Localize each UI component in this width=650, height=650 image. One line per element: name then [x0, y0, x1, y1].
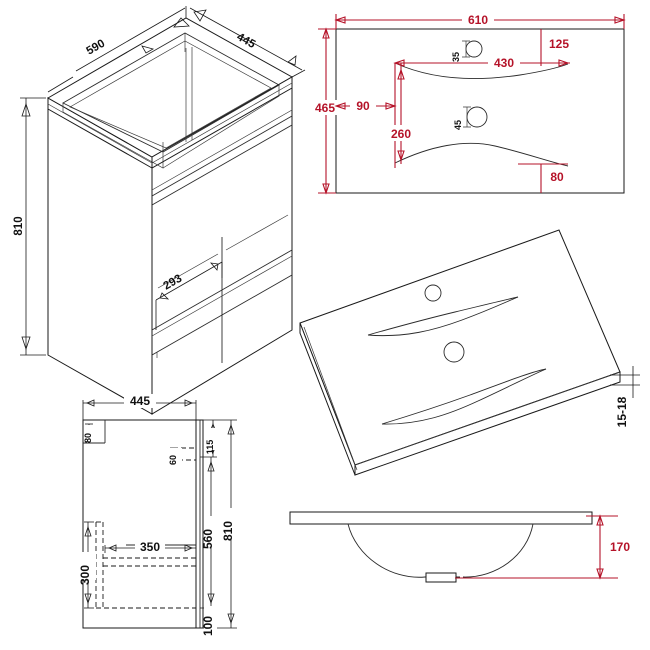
basin-plan-view: 35 45 610 465 [313, 12, 626, 195]
dimension-label-170: 170 [610, 540, 630, 554]
dimension-300: 300 [78, 521, 96, 609]
dimension-label-100: 100 [201, 616, 215, 636]
dimension-label-810-side: 810 [221, 521, 235, 541]
basin-section-bowl-right [462, 523, 534, 578]
dimension-125: 125 [540, 29, 574, 66]
dimension-label-115: 115 [205, 440, 215, 455]
waste-hole-label-45: 45 [453, 120, 463, 130]
basin-iso-slot-top-upper [367, 296, 519, 336]
basin-bowl-bottom-curve [394, 142, 569, 167]
dimension-label-125: 125 [549, 37, 569, 51]
dimension-445-side: 445 [82, 394, 197, 420]
waste-hole-45: 45 [453, 106, 488, 130]
dimension-label-430: 430 [494, 56, 514, 70]
dimension-15-18: 15-18 [610, 366, 640, 427]
dimension-label-90: 90 [356, 99, 370, 113]
basin-iso-slot-bot-upper [381, 368, 547, 425]
cabinet-side-outline [82, 419, 204, 629]
dimension-label-465: 465 [315, 101, 335, 115]
tap-hole-label-35: 35 [451, 52, 461, 62]
dimension-60: 60 [168, 447, 197, 465]
cabinet-side-view: 80 115 60 [78, 394, 239, 636]
cabinet-plinth [151, 274, 293, 358]
dimension-430: 430 [393, 56, 570, 70]
dimension-label-260: 260 [391, 127, 411, 141]
dimension-label-810-iso: 810 [13, 216, 25, 235]
dimension-260: 260 [388, 63, 416, 164]
dimension-100: 100 [200, 606, 219, 636]
basin-isometric-view: 15-18 [299, 229, 640, 476]
dimension-465: 465 [313, 27, 339, 195]
dimension-label-60: 60 [168, 455, 178, 465]
dimension-810-side: 810 [217, 419, 239, 629]
basin-section-slab [289, 511, 593, 525]
basin-bowl-top-curve [394, 62, 569, 80]
basin-section-bowl-left [347, 523, 460, 578]
dimension-label-80-side: 80 [83, 433, 93, 443]
basin-iso-tap-hole [424, 284, 442, 302]
dimension-560: 560 [200, 457, 219, 609]
dimension-label-80-plan: 80 [550, 170, 564, 184]
basin-iso-slot-top-lower [367, 296, 519, 337]
basin-iso-slot-bot-lower [381, 368, 547, 425]
basin-section-waste-boss [425, 572, 457, 583]
dimension-label-445-side: 445 [130, 394, 150, 408]
dimension-label-610: 610 [468, 13, 488, 27]
dimension-90: 90 [334, 63, 397, 168]
dimension-label-350: 350 [140, 540, 160, 554]
dimension-label-300: 300 [78, 565, 92, 585]
dimension-115: 115 [200, 419, 221, 458]
dimension-label-15-18: 15-18 [615, 396, 629, 427]
basin-iso-waste-hole [443, 341, 465, 363]
dimension-610: 610 [334, 12, 626, 29]
cabinet-doors [151, 109, 293, 363]
dimension-label-560: 560 [201, 529, 215, 549]
cabinet-side-top-notch: 80 [83, 420, 106, 444]
tap-hole-35: 35 [451, 40, 483, 62]
dimension-170: 170 [455, 514, 635, 580]
dimension-810-iso: 810 [13, 97, 46, 356]
isometric-cabinet-view: 590 445 810 293 [13, 6, 306, 415]
cabinet-countertop [47, 77, 293, 169]
basin-section-view: 170 [289, 511, 635, 583]
dimension-350: 350 [104, 540, 197, 554]
dimension-80-plan: 80 [518, 163, 570, 193]
